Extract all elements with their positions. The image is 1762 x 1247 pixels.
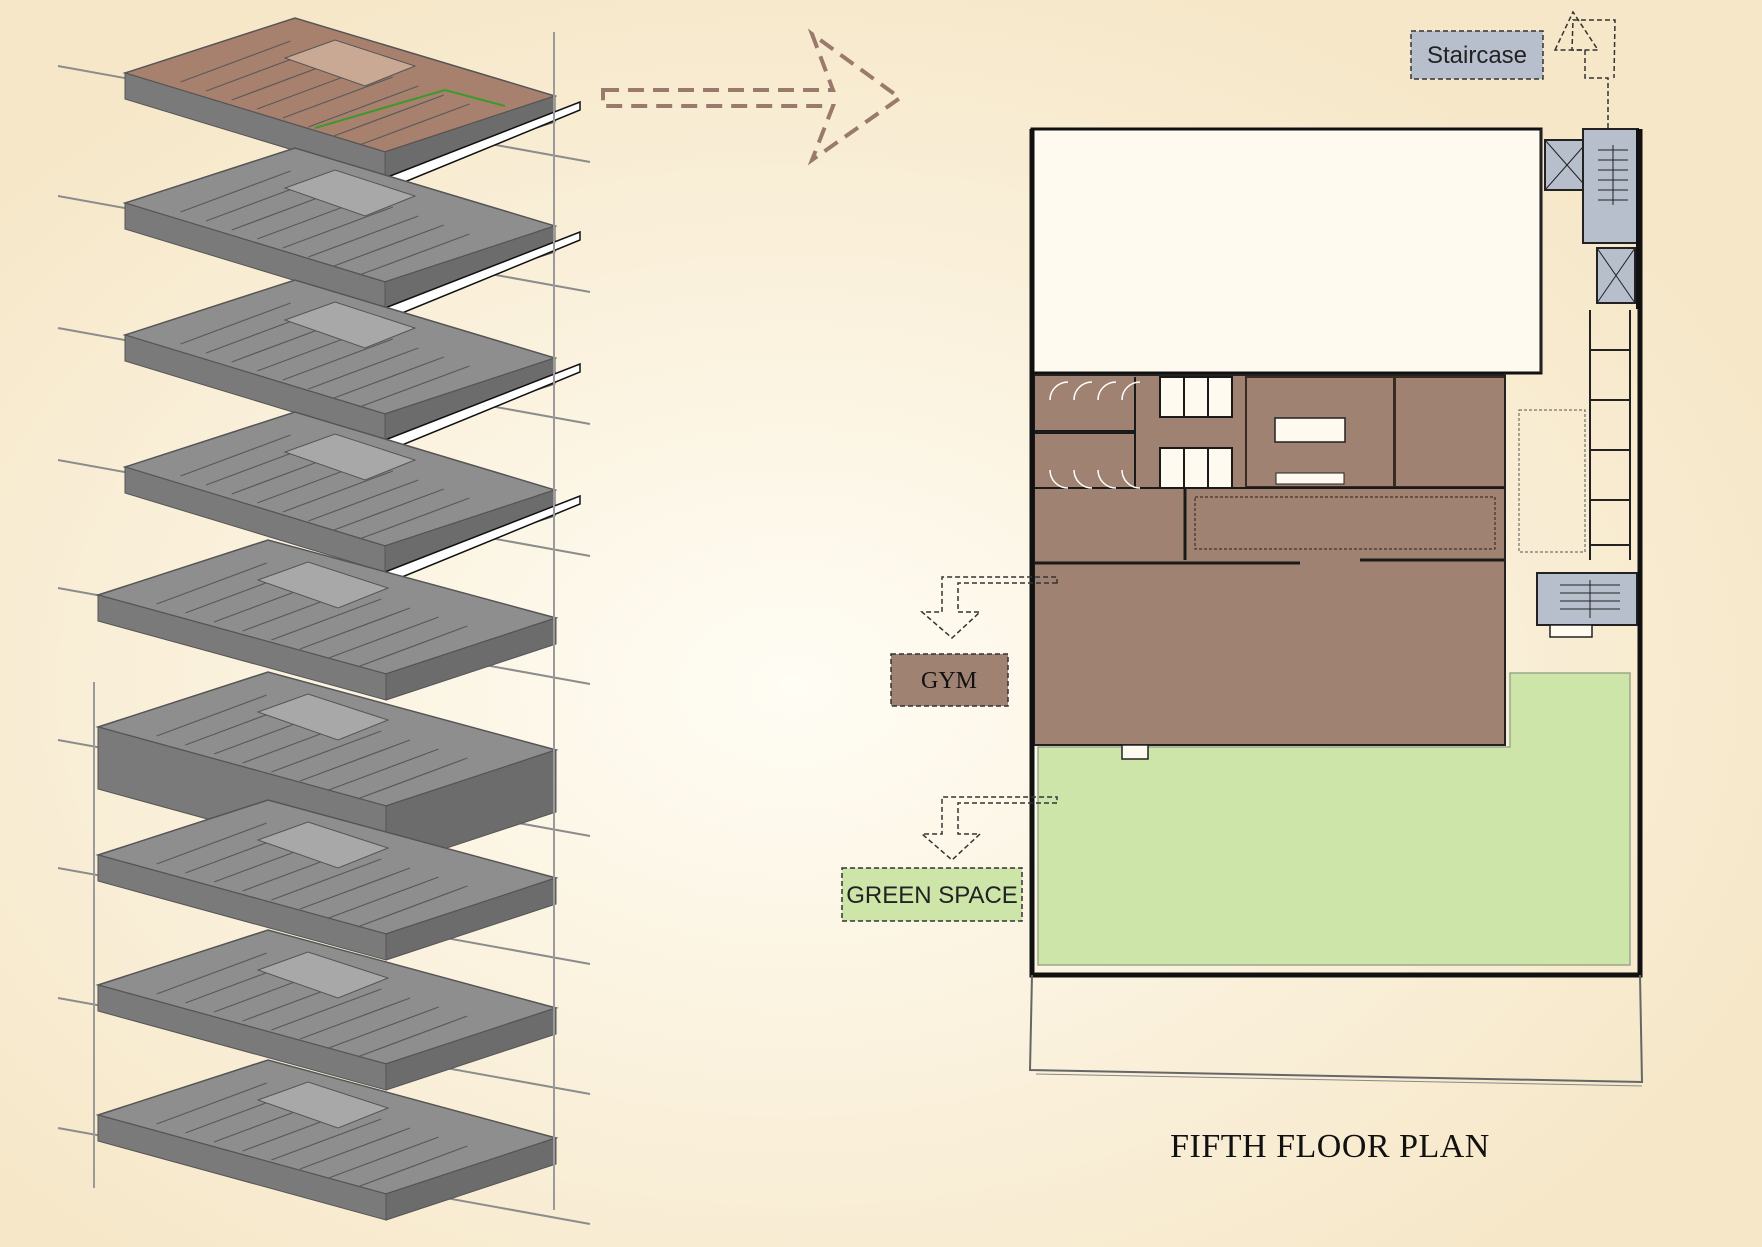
reception-desk xyxy=(1274,417,1346,443)
gym-label: GYM xyxy=(921,668,977,694)
upper-void-area xyxy=(1030,127,1543,375)
staircase-label-box xyxy=(1410,30,1544,80)
floor-slab xyxy=(57,1059,591,1225)
green-space-area xyxy=(1037,672,1631,966)
plan-title: FIFTH FLOOR PLAN xyxy=(1170,1128,1490,1165)
terrace-edge-inner xyxy=(1035,1073,1643,1087)
floor-slab xyxy=(57,671,591,869)
green-space-bench xyxy=(1121,744,1149,760)
floor-slab xyxy=(57,411,591,586)
corridor-outline xyxy=(1518,409,1586,553)
floor-slab xyxy=(57,279,591,454)
floor-slab xyxy=(57,799,591,965)
green-space-label-box xyxy=(841,867,1023,922)
gym-room-upper-right xyxy=(1394,376,1506,488)
fifth-floor-plan xyxy=(1028,127,1644,1087)
floor-slab xyxy=(57,929,591,1095)
staircase-callout-arrowhead xyxy=(1553,10,1600,51)
service-corridor-rooms xyxy=(1504,129,1631,745)
floor-slab xyxy=(57,17,591,192)
green-space-label: GREEN SPACE xyxy=(846,882,1018,909)
gym-callout-arrow xyxy=(919,576,1058,640)
gym-label-box xyxy=(890,653,1009,707)
terrace-edge xyxy=(1028,974,1644,1084)
toilet-stall-doors xyxy=(1049,381,1141,489)
floor-slab xyxy=(57,147,591,322)
staircase-label: Staircase xyxy=(1427,42,1527,69)
transition-arrow xyxy=(601,28,904,166)
green-space-callout-arrow xyxy=(919,796,1058,862)
floor-slab xyxy=(57,539,591,701)
staircase-core-bottom xyxy=(1536,572,1638,638)
exploded-axonometric-view xyxy=(57,17,591,1225)
changing-rooms xyxy=(1034,376,1505,565)
bench xyxy=(1275,472,1345,485)
training-zone-outline xyxy=(1194,496,1496,550)
exterior-wall xyxy=(1029,129,1643,978)
